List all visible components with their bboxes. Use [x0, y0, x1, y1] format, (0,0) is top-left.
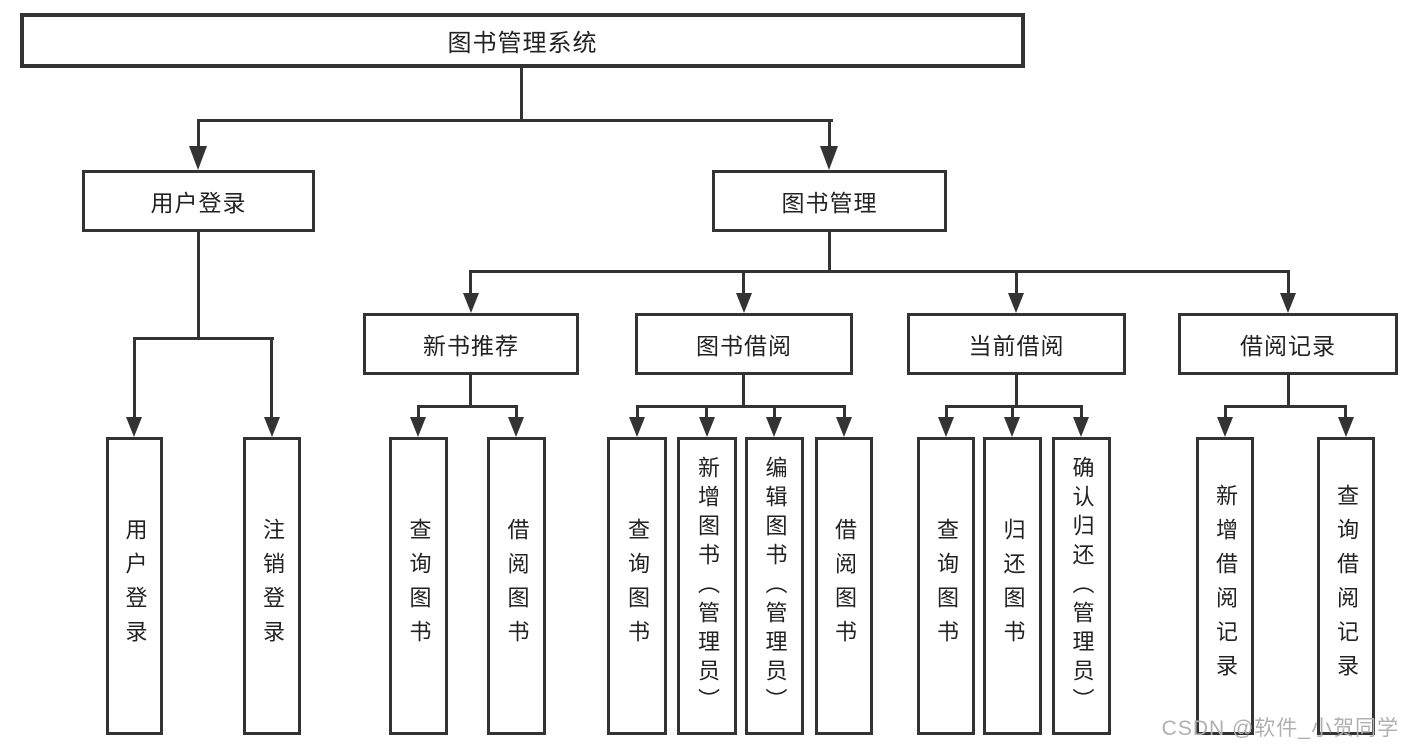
arrow-down-icon [766, 417, 782, 437]
connector-line [270, 337, 273, 420]
node-label: 新增图书（管理员） [695, 455, 720, 717]
node-borrow-records: 借阅记录 [1178, 313, 1398, 375]
arrow-down-icon [1008, 293, 1024, 313]
node-user-login-branch: 用户登录 [82, 170, 315, 232]
arrow-down-icon [1004, 417, 1020, 437]
connector-line [773, 405, 776, 419]
connector-line [515, 405, 518, 419]
node-book-management-branch: 图书管理 [712, 170, 947, 232]
connector-line [705, 405, 708, 419]
arrow-down-icon [410, 417, 426, 437]
arrow-down-icon [264, 417, 280, 437]
connector-line [636, 405, 846, 408]
node-label: 注销登录 [260, 518, 285, 654]
node-leaf-add-book-admin: 新增图书（管理员） [677, 437, 737, 735]
arrow-down-icon [508, 417, 524, 437]
connector-line [417, 405, 518, 408]
connector-line [469, 375, 472, 407]
node-label: 用户登录 [150, 190, 247, 216]
connector-line [1224, 405, 1227, 419]
connector-line [1080, 405, 1083, 419]
connector-line [742, 375, 745, 407]
connector-line [1015, 375, 1018, 407]
connector-line [742, 270, 745, 295]
connector-line [470, 270, 1290, 273]
arrow-down-icon [836, 417, 852, 437]
node-label: 用户登录 [122, 518, 148, 654]
connector-line [828, 232, 831, 272]
node-leaf-confirm-return-admin: 确认归还（管理员） [1052, 437, 1111, 735]
arrow-down-icon [629, 417, 645, 437]
connector-line [843, 405, 846, 419]
node-label: 查询图书 [406, 518, 432, 654]
arrow-down-icon [699, 417, 715, 437]
arrow-down-icon [820, 146, 838, 170]
node-leaf-borrow-books-recommend: 借阅图书 [487, 437, 546, 735]
node-label: 编辑图书（管理员） [762, 455, 788, 717]
connector-line [133, 337, 274, 340]
connector-line [197, 119, 200, 149]
connector-line [1344, 405, 1347, 419]
connector-line [133, 337, 136, 420]
node-system-root: 图书管理系统 [20, 13, 1025, 68]
connector-line [1011, 405, 1014, 419]
connector-line [1224, 405, 1347, 408]
arrow-down-icon [736, 293, 752, 313]
node-leaf-query-borrow-record: 查询借阅记录 [1317, 437, 1375, 735]
node-label: 借阅图书 [832, 518, 857, 654]
node-label: 查询图书 [934, 518, 959, 654]
node-leaf-query-books-recommend: 查询图书 [389, 437, 448, 735]
node-label: 确认归还（管理员） [1069, 455, 1095, 717]
node-label: 当前借阅 [968, 333, 1065, 359]
arrow-down-icon [1338, 417, 1354, 437]
connector-line [197, 119, 833, 122]
node-leaf-logout: 注销登录 [243, 437, 301, 735]
node-label: 借阅记录 [1240, 333, 1336, 359]
node-new-book-recommend: 新书推荐 [363, 313, 579, 375]
node-leaf-add-borrow-record: 新增借阅记录 [1196, 437, 1254, 735]
connector-line [945, 405, 1083, 408]
arrow-down-icon [1217, 417, 1233, 437]
node-label: 查询图书 [625, 518, 650, 654]
connector-line [417, 405, 420, 419]
node-leaf-return-book: 归还图书 [983, 437, 1042, 735]
connector-line [636, 405, 639, 419]
node-leaf-query-books-borrow: 查询图书 [607, 437, 667, 735]
node-book-borrow: 图书借阅 [635, 313, 853, 375]
node-label: 新书推荐 [423, 333, 519, 359]
node-label: 图书管理 [781, 190, 878, 216]
node-leaf-query-books-current: 查询图书 [917, 437, 975, 735]
arrow-down-icon [126, 417, 142, 437]
connector-line [1287, 270, 1290, 295]
node-current-borrow: 当前借阅 [907, 313, 1126, 375]
csdn-watermark: CSDN @软件_小贺同学 [1161, 717, 1399, 740]
connector-line [945, 405, 948, 419]
node-label: 图书借阅 [696, 333, 792, 359]
node-leaf-user-login: 用户登录 [106, 437, 163, 735]
node-label: 借阅图书 [504, 518, 530, 654]
connector-line [828, 119, 831, 149]
node-leaf-borrow-books: 借阅图书 [815, 437, 873, 735]
node-label: 归还图书 [1000, 518, 1026, 654]
arrow-down-icon [1073, 417, 1089, 437]
node-label: 查询借阅记录 [1334, 484, 1359, 688]
arrow-down-icon [189, 146, 207, 170]
node-label: 图书管理系统 [447, 30, 598, 57]
arrow-down-icon [938, 417, 954, 437]
connector-line [469, 270, 472, 295]
node-leaf-edit-book-admin: 编辑图书（管理员） [745, 437, 804, 735]
connector-line [1015, 270, 1018, 295]
arrow-down-icon [463, 293, 479, 313]
connector-line [197, 232, 200, 338]
connector-line [520, 68, 523, 120]
node-label: 新增借阅记录 [1213, 484, 1238, 688]
connector-line [1287, 375, 1290, 407]
arrow-down-icon [1280, 293, 1296, 313]
